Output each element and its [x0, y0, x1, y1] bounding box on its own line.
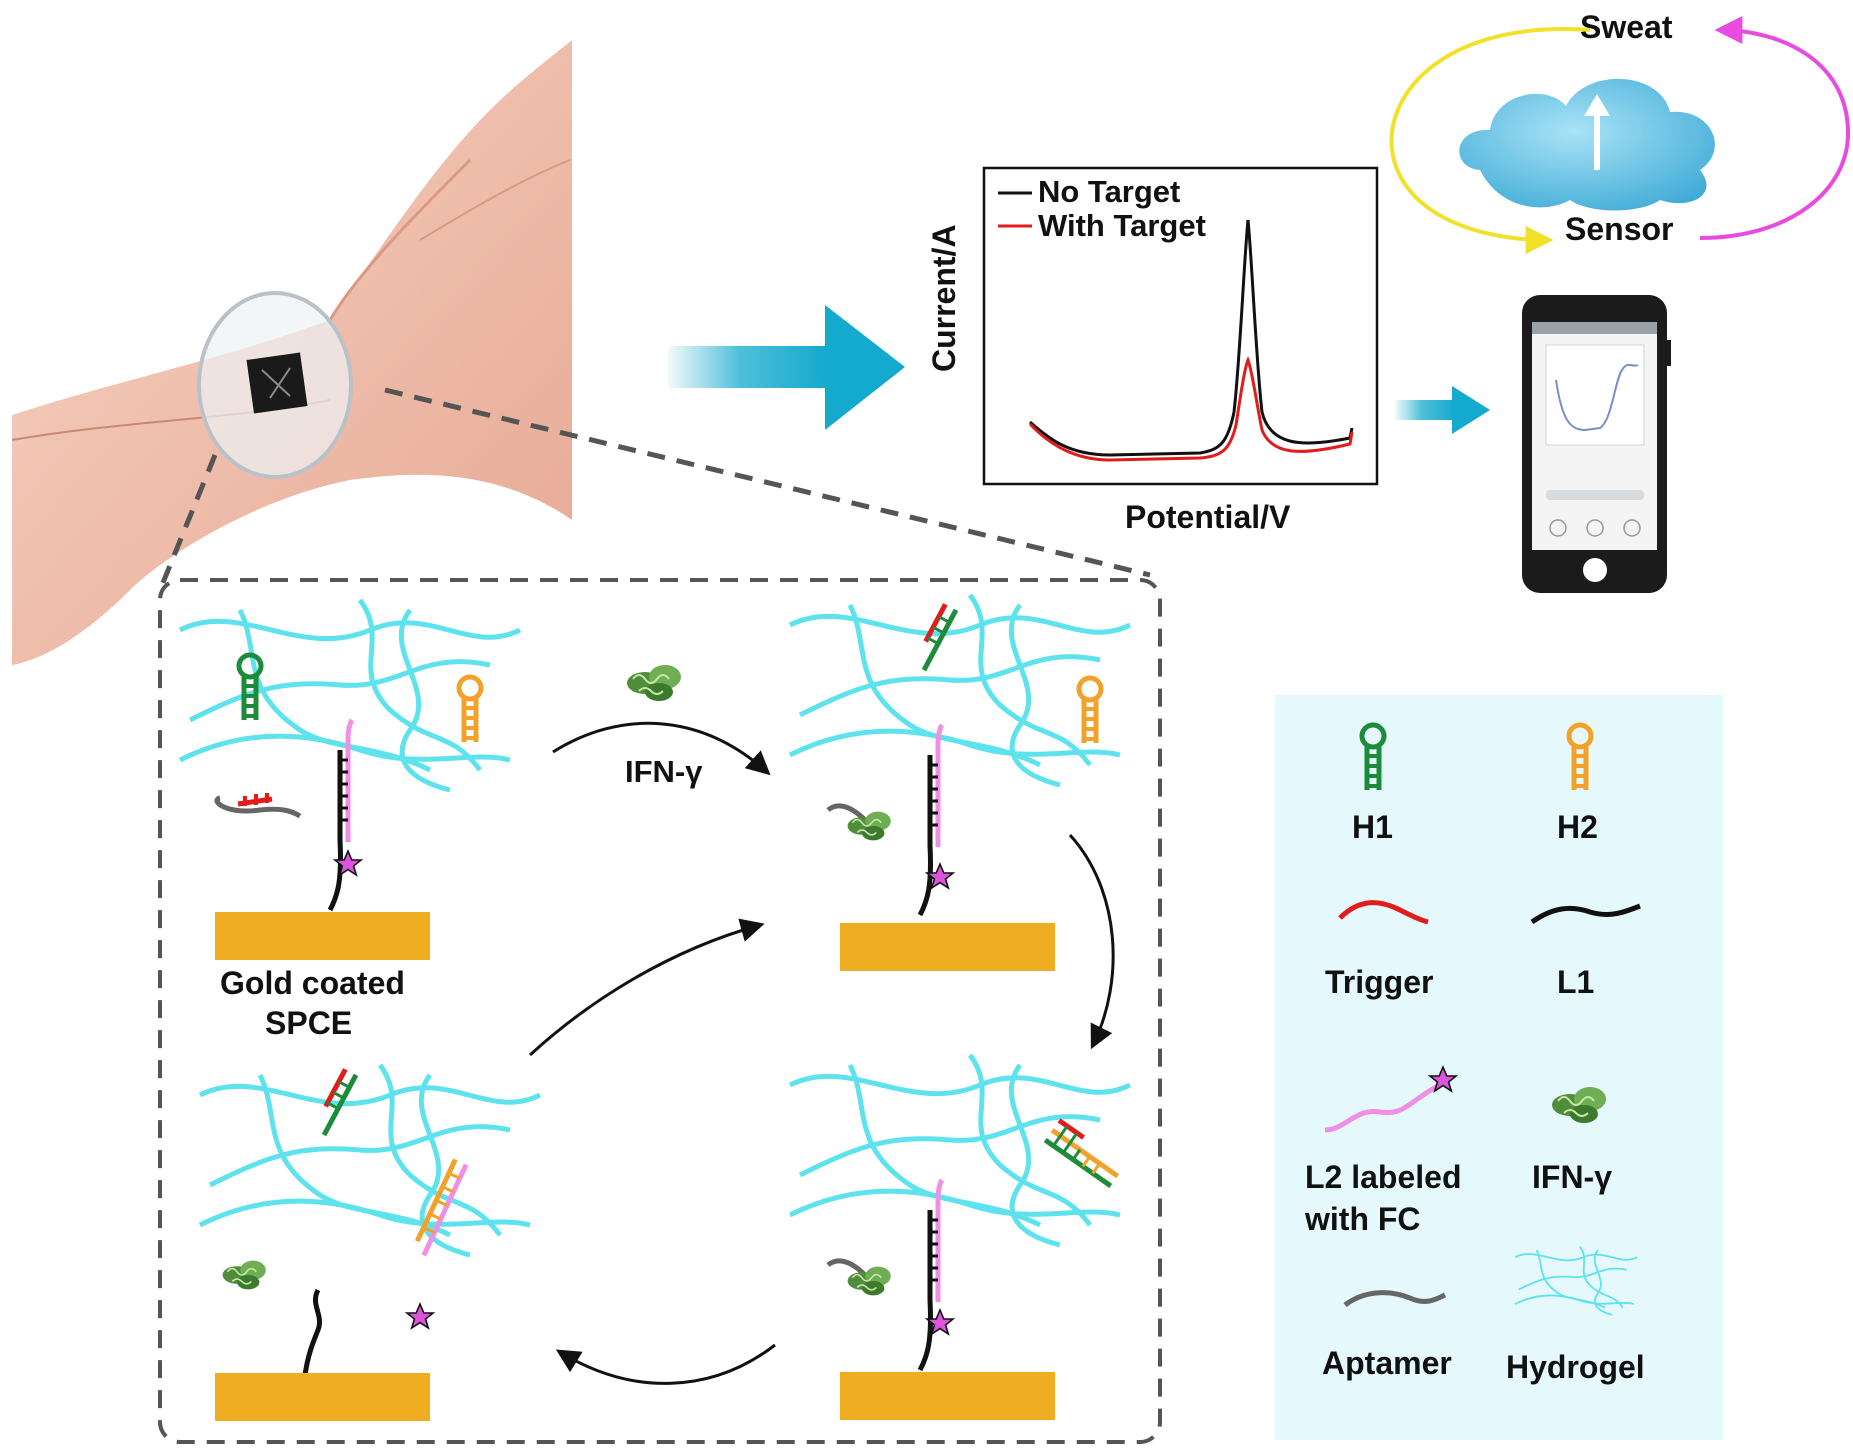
legend-aptamer-icon: [1343, 1290, 1447, 1308]
dpv-graph: No Target With Target Current/A Potentia…: [926, 166, 1379, 535]
cycle-arrow-left: [555, 1343, 776, 1385]
gold-electrode: [840, 1372, 1055, 1420]
hydrogel-network: [200, 1065, 540, 1255]
ifn-free-icon: [221, 1259, 267, 1291]
gold-electrode: [215, 912, 430, 960]
ifn-arrow-label: IFN-γ: [625, 754, 703, 789]
legend-hydrogel-label: Hydrogel: [1506, 1349, 1645, 1385]
flow-arrow-large: [668, 305, 905, 430]
sweat-sensor-cycle: Sweat Sensor: [1389, 9, 1851, 254]
y-axis-label: Current/A: [926, 224, 962, 372]
aptamer-ifn-complex: [826, 803, 892, 842]
smartphone-icon: [1522, 295, 1671, 593]
h1-h2-trigger-complex: [1043, 1118, 1120, 1188]
watch-sensor: [197, 291, 353, 479]
legend-h1-label: H1: [1352, 809, 1393, 845]
panel-initial: Gold coated SPCE: [180, 600, 520, 1041]
legend-with-target: With Target: [1038, 208, 1206, 243]
cycle-sensor-label: Sensor: [1565, 211, 1673, 247]
gold-electrode: [215, 1373, 430, 1421]
legend-l2-label-line1: L2 labeled: [1305, 1159, 1462, 1195]
h1-trigger-duplex: [921, 603, 959, 672]
ifn-protein-icon: [626, 664, 682, 702]
l1-single-strand: [302, 1288, 322, 1376]
legend-trigger-icon: [1338, 900, 1429, 925]
legend-no-target: No Target: [1038, 174, 1180, 209]
l1-l2-duplex: [917, 723, 954, 917]
legend-trigger-label: Trigger: [1325, 964, 1433, 1000]
h2-hairpin: [459, 677, 481, 742]
mechanism-box: [158, 578, 1162, 1444]
electrode-label-line2: SPCE: [265, 1005, 352, 1041]
aptamer-ifn-complex: [826, 1258, 892, 1297]
cloud-icon: [1459, 78, 1715, 211]
cycle-arrow-up: [528, 918, 765, 1057]
legend-l1-label: L1: [1557, 964, 1594, 1000]
electrode-label-line1: Gold coated: [220, 965, 405, 1001]
h2-hairpin: [1079, 678, 1101, 743]
h2-l2-duplex: [414, 1158, 469, 1257]
panel-target-bound: [790, 595, 1130, 971]
h1-hairpin: [239, 655, 261, 720]
aptamer-trigger-complex: [214, 793, 302, 819]
legend-l2-label-line2: with FC: [1304, 1201, 1421, 1237]
flow-arrow-small: [1395, 386, 1490, 434]
l1-l2-duplex: [327, 718, 362, 912]
legend-l1-icon: [1530, 903, 1641, 925]
cycle-arrow-down: [1068, 833, 1115, 1050]
with-target-curve: [1028, 355, 1354, 462]
l1-l2-duplex: [917, 1178, 954, 1372]
panel-h2-hybridized: [790, 1055, 1130, 1420]
legend-h2-label: H2: [1557, 809, 1598, 845]
h1-trigger-duplex: [321, 1068, 359, 1137]
legend-aptamer-label: Aptamer: [1322, 1345, 1452, 1381]
no-target-curve: [1028, 219, 1354, 457]
x-axis-label: Potential/V: [1125, 499, 1291, 535]
legend-ifn-label: IFN-γ: [1532, 1159, 1612, 1195]
legend-l2-icon: [1324, 1082, 1442, 1133]
ifn-addition-arrow: IFN-γ: [552, 664, 771, 789]
cycle-sweat-label: Sweat: [1580, 9, 1673, 45]
gold-electrode: [840, 923, 1055, 971]
zoom-lines: [157, 387, 1151, 591]
panel-l2-released: [200, 1065, 540, 1421]
legend-box: H1 H2 Trigger L1 L2 labeled with FC IFN-…: [1275, 695, 1723, 1440]
